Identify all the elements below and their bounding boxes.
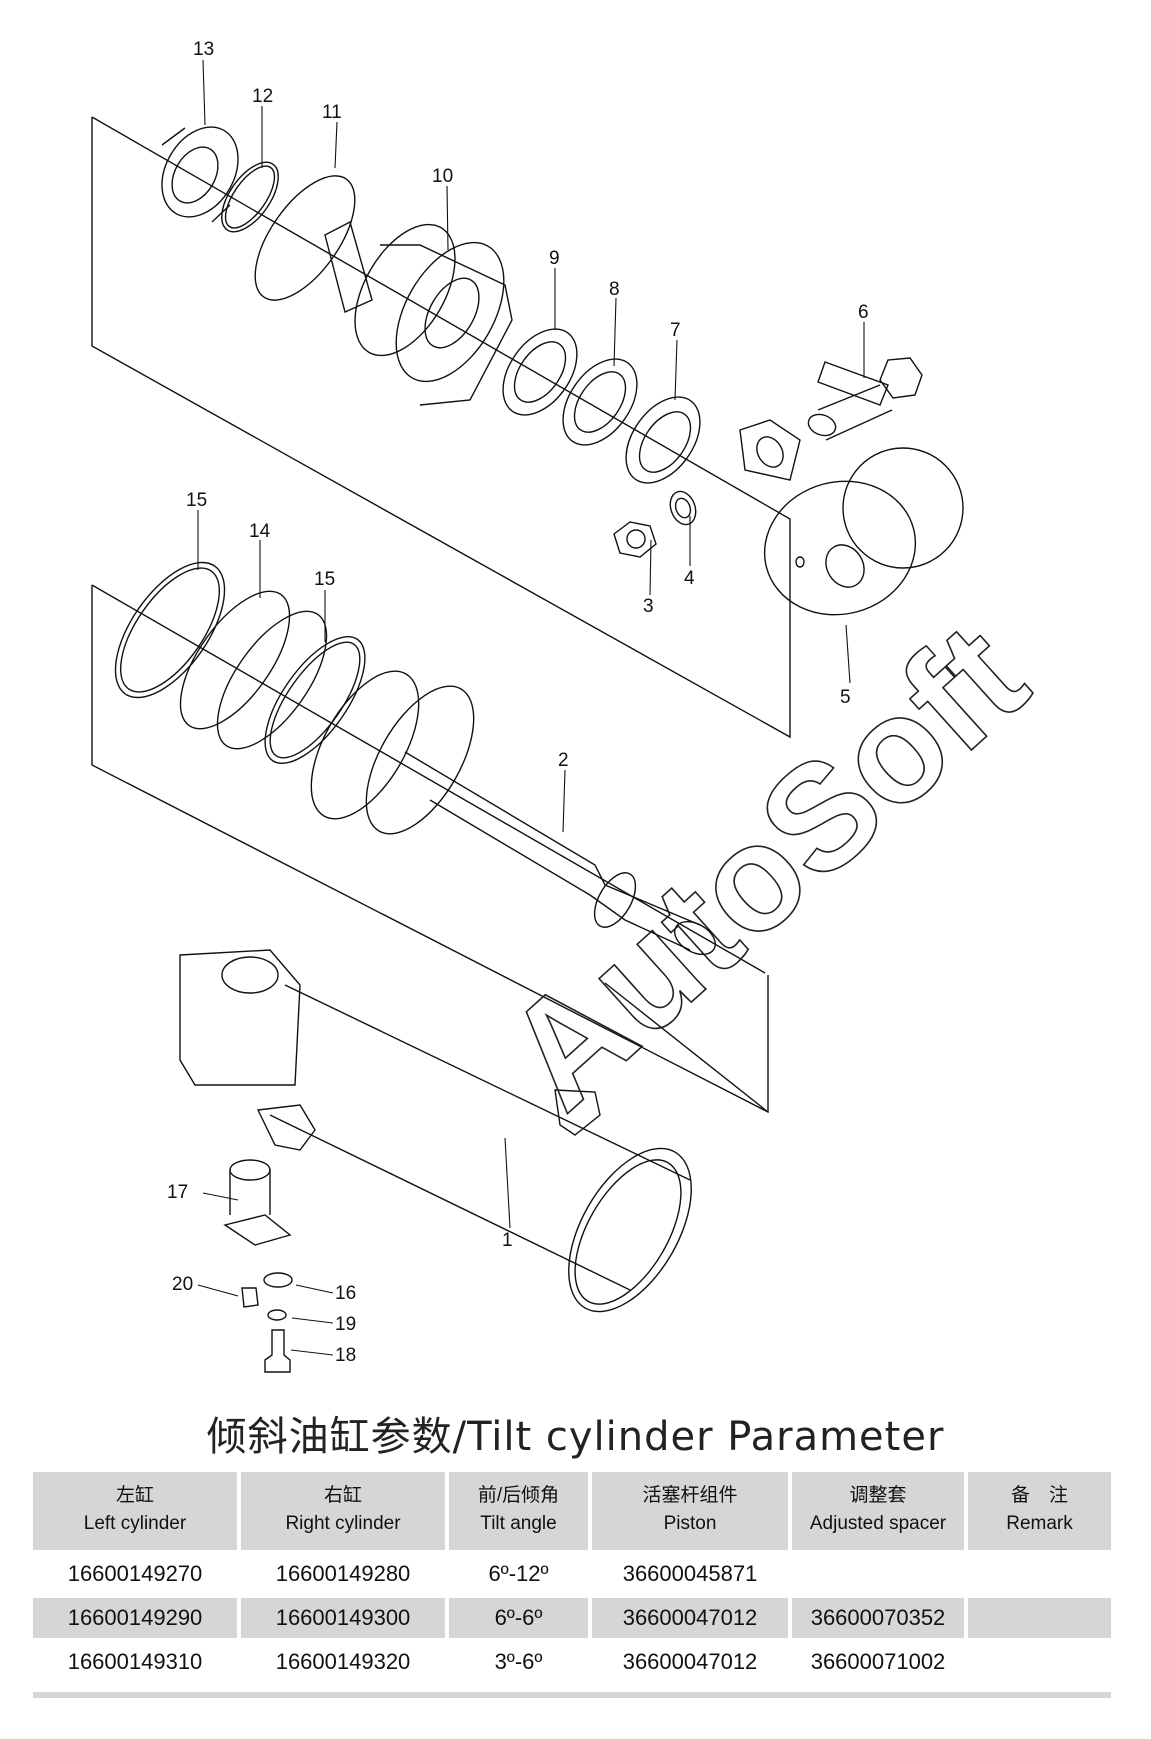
part-10-guide-sleeve bbox=[324, 220, 513, 406]
part-14-guide-band bbox=[179, 590, 328, 750]
callout-13: 13 bbox=[193, 39, 214, 60]
part-16-washer bbox=[263, 1272, 293, 1288]
part-1-cylinder-body bbox=[179, 949, 692, 1313]
part-3-nut bbox=[613, 521, 657, 558]
part-15-wear-ring bbox=[114, 561, 226, 699]
callout-6: 6 bbox=[858, 302, 869, 323]
cell-piston: 36600045871 bbox=[592, 1554, 792, 1598]
callout-5: 5 bbox=[840, 687, 851, 708]
part-19-seal bbox=[267, 1309, 287, 1321]
table-row: 16600149290 16600149300 6º-6º 3660004701… bbox=[33, 1598, 1111, 1642]
exploded-parts-diagram: 13 12 11 10 9 8 7 6 3 4 5 15 14 15 2 17 … bbox=[91, 39, 1057, 1373]
callout-10: 10 bbox=[432, 166, 453, 187]
callout-7: 7 bbox=[670, 320, 681, 341]
part-5-clevis bbox=[739, 419, 964, 616]
part-6-bolt bbox=[807, 357, 923, 441]
cell-left-cylinder: 16600149310 bbox=[33, 1642, 241, 1686]
callout-11: 11 bbox=[322, 102, 342, 123]
part-15-wear-ring-2 bbox=[264, 635, 366, 765]
frame-outline-middle bbox=[91, 585, 769, 1114]
cell-left-cylinder: 16600149270 bbox=[33, 1554, 241, 1598]
callout-16: 16 bbox=[335, 1283, 356, 1304]
part-17-breather bbox=[223, 1159, 292, 1246]
cell-remark bbox=[968, 1598, 1111, 1642]
callout-17: 17 bbox=[167, 1182, 188, 1203]
part-7-seal bbox=[625, 396, 701, 484]
callout-3: 3 bbox=[643, 596, 654, 617]
watermark: AutoSoft bbox=[474, 591, 1057, 1139]
table-row: 16600149310 16600149320 3º-6º 3660004701… bbox=[33, 1642, 1111, 1686]
callout-8: 8 bbox=[609, 279, 620, 300]
cell-adjusted-spacer: 36600071002 bbox=[792, 1642, 968, 1686]
callout-12: 12 bbox=[252, 86, 273, 107]
part-20-nipple bbox=[241, 1287, 259, 1308]
part-2-piston-rod bbox=[310, 670, 716, 956]
cell-tilt-angle: 6º-12º bbox=[449, 1554, 592, 1598]
cell-remark bbox=[968, 1642, 1111, 1686]
table-bottom-rule bbox=[33, 1692, 1111, 1698]
table-row: 16600149270 16600149280 6º-12º 366000458… bbox=[33, 1554, 1111, 1598]
part-4-washer bbox=[669, 490, 697, 526]
callout-15-left: 15 bbox=[186, 490, 207, 511]
callout-20: 20 bbox=[172, 1274, 193, 1295]
cell-right-cylinder: 16600149320 bbox=[241, 1642, 449, 1686]
callout-14: 14 bbox=[249, 521, 271, 542]
callout-2: 2 bbox=[558, 750, 569, 771]
callout-15-right: 15 bbox=[314, 569, 335, 590]
cell-adjusted-spacer: 36600070352 bbox=[792, 1598, 968, 1642]
cell-piston: 36600047012 bbox=[592, 1642, 792, 1686]
callout-19: 19 bbox=[335, 1314, 356, 1335]
cell-left-cylinder: 16600149290 bbox=[33, 1598, 241, 1642]
part-12-ring bbox=[221, 161, 279, 233]
part-13-seal-ring bbox=[161, 126, 239, 223]
callout-1: 1 bbox=[502, 1230, 513, 1251]
part-8-washer bbox=[562, 358, 638, 446]
cell-piston: 36600047012 bbox=[592, 1598, 792, 1642]
cell-tilt-angle: 3º-6º bbox=[449, 1642, 592, 1686]
callout-18: 18 bbox=[335, 1345, 356, 1366]
cell-right-cylinder: 16600149300 bbox=[241, 1598, 449, 1642]
cell-right-cylinder: 16600149280 bbox=[241, 1554, 449, 1598]
page-title: 倾斜油缸参数/Tilt cylinder Parameter bbox=[206, 1414, 945, 1460]
frame-outline-bottom bbox=[604, 982, 769, 1113]
callout-4: 4 bbox=[684, 568, 695, 589]
part-11-o-ring bbox=[254, 175, 356, 301]
frame-outline-top bbox=[91, 116, 791, 739]
cell-adjusted-spacer bbox=[792, 1554, 968, 1598]
part-18-bolt bbox=[264, 1329, 291, 1373]
callout-9: 9 bbox=[549, 248, 560, 269]
part-9-seal bbox=[502, 328, 578, 416]
cell-tilt-angle: 6º-6º bbox=[449, 1598, 592, 1642]
cell-remark bbox=[968, 1554, 1111, 1598]
